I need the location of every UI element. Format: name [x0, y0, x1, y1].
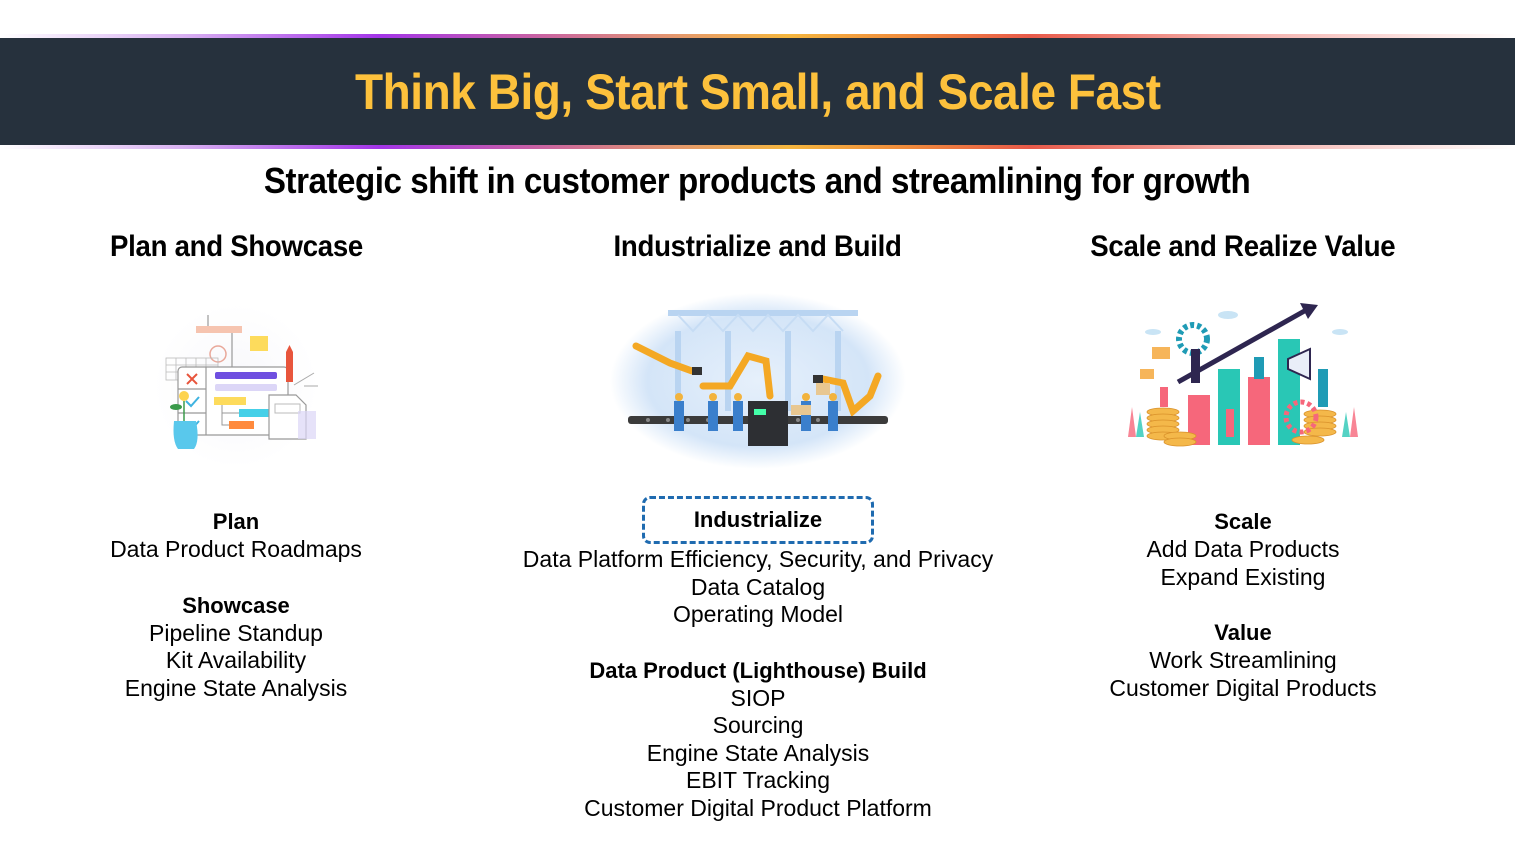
factory-robot-arms-illustration [608, 291, 908, 471]
factory-robots-icon [610, 293, 906, 469]
list-item: Pipeline Standup [149, 619, 323, 646]
list-item: Data Catalog [690, 573, 826, 600]
subtitle-text: Strategic shift in customer products and… [264, 160, 1251, 201]
column-plan-and-showcase: Plan and Showcase [36, 225, 436, 701]
group-title: Industrialize [693, 507, 823, 532]
list-item: Expand Existing [1160, 563, 1326, 590]
list-item: Engine State Analysis [124, 674, 348, 701]
column-list: Scale Add Data Products Expand Existing … [1043, 508, 1443, 702]
banner-top-gradient-line [0, 34, 1515, 38]
growth-chart-icon [1128, 303, 1358, 447]
planning-board-icon [154, 304, 318, 468]
group-title: Data Product (Lighthouse) Build [589, 657, 927, 683]
column-heading: Plan and Showcase [36, 225, 436, 269]
column-heading-text: Industrialize and Build [613, 230, 903, 263]
group-title: Scale [1214, 509, 1272, 534]
column-list: Industrialize Data Platform Efficiency, … [508, 496, 1008, 822]
list-item: Customer Digital Products [1109, 674, 1377, 701]
industrialize-highlight-box: Industrialize [642, 496, 874, 544]
list-item: Data Platform Efficiency, Security, and … [522, 546, 994, 572]
list-item: SIOP [730, 684, 786, 711]
list-item: Work Streamlining [1149, 647, 1337, 673]
column-list: Plan Data Product Roadmaps Showcase Pipe… [36, 508, 436, 702]
list-item: Data Product Roadmaps [110, 536, 362, 562]
list-item: Engine State Analysis [646, 739, 870, 766]
list-item: Customer Digital Product Platform [584, 794, 932, 821]
column-industrialize-and-build: Industrialize and Build [508, 225, 1008, 821]
banner-bottom-gradient-line [0, 145, 1515, 149]
title-banner: Think Big, Start Small, and Scale Fast [0, 38, 1515, 145]
group-title: Value [1214, 620, 1272, 645]
list-item: Add Data Products [1146, 536, 1340, 562]
list-item: EBIT Tracking [685, 767, 831, 793]
column-heading-text: Scale and Realize Value [1090, 230, 1396, 263]
group-title: Plan [212, 509, 260, 534]
page-title: Think Big, Start Small, and Scale Fast [354, 63, 1161, 120]
column-heading: Industrialize and Build [508, 225, 1008, 269]
list-item: Kit Availability [165, 647, 307, 673]
column-scale-and-realize-value: Scale and Realize Value [1043, 225, 1443, 701]
group-title: Showcase [182, 592, 290, 618]
planning-board-illustration [146, 301, 326, 471]
column-heading: Scale and Realize Value [1043, 225, 1443, 269]
column-heading-text: Plan and Showcase [109, 230, 363, 263]
list-item: Sourcing [712, 712, 804, 738]
list-item: Operating Model [672, 601, 844, 627]
page-subtitle: Strategic shift in customer products and… [0, 160, 1515, 202]
growth-chart-team-illustration [1118, 297, 1368, 462]
